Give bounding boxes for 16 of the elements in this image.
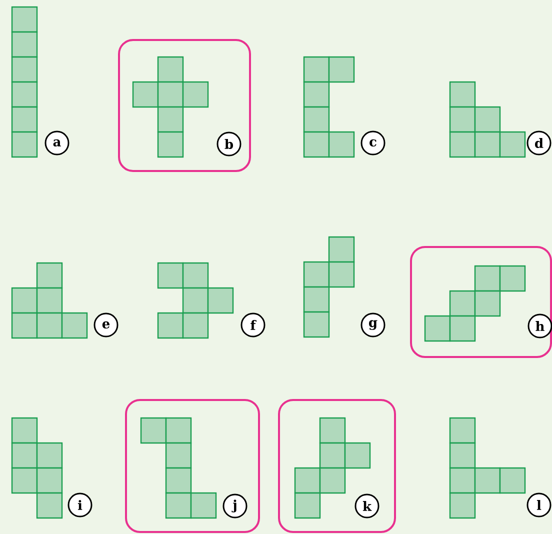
highlight-frame: [410, 246, 552, 358]
letter-label: j: [222, 494, 248, 518]
highlight-frame: [118, 39, 251, 172]
letter-label: a: [44, 130, 70, 156]
letter-label: l: [526, 492, 552, 518]
letter-label: i: [68, 492, 92, 518]
highlight-frame: [125, 399, 260, 533]
letter-label: b: [216, 132, 242, 156]
letter-label: c: [360, 130, 386, 156]
letter-label: k: [354, 494, 380, 518]
letter-label: g: [360, 312, 386, 338]
letter-label: h: [528, 314, 552, 338]
letter-label: e: [94, 312, 118, 338]
highlight-frame: [278, 399, 396, 533]
letter-label: f: [240, 312, 266, 338]
letter-label: d: [526, 130, 552, 156]
